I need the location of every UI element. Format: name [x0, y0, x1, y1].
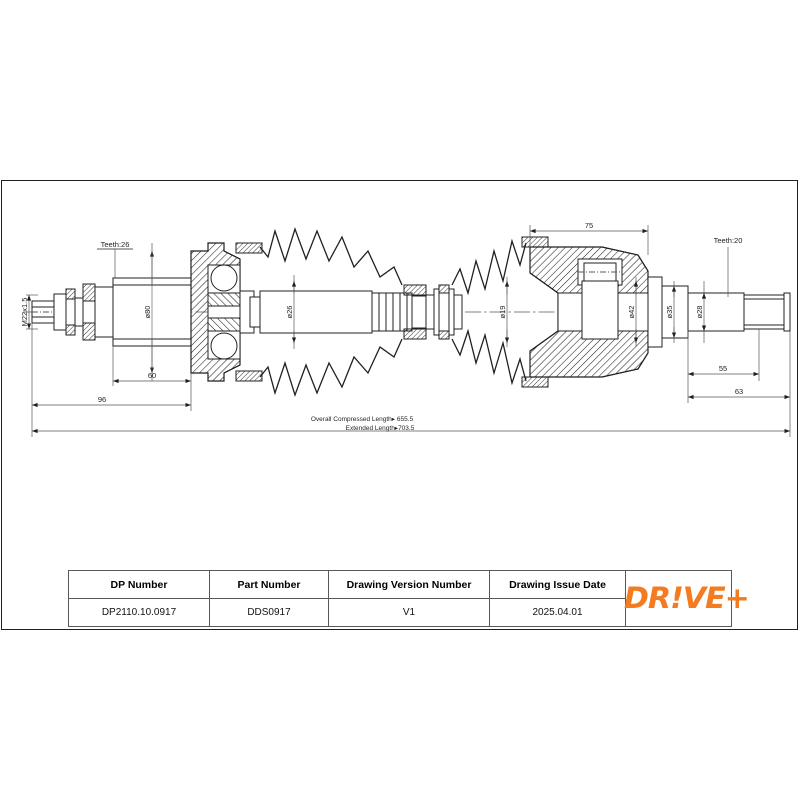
label-dia-28: ø28: [695, 306, 704, 319]
drive-plus-logo: DR!VE+: [623, 581, 750, 615]
value-part-number: DDS0917: [209, 598, 329, 627]
dim-text-63: 63: [735, 387, 743, 396]
header-part-number: Part Number: [209, 570, 329, 599]
header-drawing-issue-date: Drawing Issue Date: [489, 570, 626, 599]
title-block: DP Number Part Number Drawing Version Nu…: [68, 570, 750, 627]
value-drawing-issue-date: 2025.04.01: [489, 598, 626, 627]
label-teeth-right: Teeth:20: [714, 236, 743, 245]
note-overall-compressed-length: Overall Compressed Length▸ 655.5: [311, 416, 414, 423]
brand-logo-cell: DR!VE+: [623, 570, 750, 627]
left-rubber-boot: [259, 226, 403, 398]
header-drawing-version-number: Drawing Version Number: [328, 570, 490, 599]
dim-96: [31, 323, 192, 411]
left-boot-clamp: [235, 242, 263, 382]
right-output-shaft: [647, 276, 791, 348]
label-teeth-left: Teeth:26: [101, 240, 130, 249]
dim-text-60: 60: [148, 371, 156, 380]
logo-exclamation-icon: !: [670, 581, 684, 615]
dim-55: [687, 329, 760, 381]
header-dp-number: DP Number: [68, 570, 210, 599]
label-dia-42: ø42: [627, 306, 636, 319]
logo-text-a: DR: [623, 581, 671, 615]
logo-text-b: VE+: [682, 581, 750, 615]
inner-tripod-housing: [529, 246, 649, 378]
note-extended-length: Extended Length▸703.5: [346, 425, 415, 432]
left-threaded-stub: [31, 300, 55, 324]
dim-text-55: 55: [719, 364, 727, 373]
technical-drawing-canvas: Teeth:26 Teeth:20 M22x1.5 ø80 ø26 ø19 ø4…: [20, 221, 791, 437]
right-rubber-boot: [451, 238, 527, 386]
value-dp-number: DP2110.10.0917: [68, 598, 210, 627]
dim-63: [687, 331, 791, 403]
label-thread-m22: M22x1.5: [20, 298, 29, 327]
value-drawing-version-number: V1: [328, 598, 490, 627]
dim-75: [529, 225, 649, 255]
table-header-row: DP Number Part Number Drawing Version Nu…: [68, 570, 750, 627]
title-block-table: DP Number Part Number Drawing Version Nu…: [68, 570, 750, 627]
dim-60: [112, 346, 192, 386]
table-value-row: DP2110.10.0917 DDS0917 V1 2025.04.01: [68, 598, 732, 627]
drawing-frame-border: Teeth:26 Teeth:20 M22x1.5 ø80 ø26 ø19 ø4…: [1, 180, 798, 630]
label-dia-19: ø19: [498, 306, 507, 319]
dim-text-96: 96: [98, 395, 106, 404]
dim-text-75: 75: [585, 221, 593, 230]
label-dia-80: ø80: [143, 306, 152, 319]
left-nut-flange: [53, 283, 96, 341]
outer-cv-joint-housing: [190, 242, 261, 382]
label-dia-35: ø35: [665, 306, 674, 319]
inner-joint-shaft: [425, 284, 463, 340]
dim-overall-length: [31, 403, 791, 437]
label-dia-26: ø26: [285, 306, 294, 319]
